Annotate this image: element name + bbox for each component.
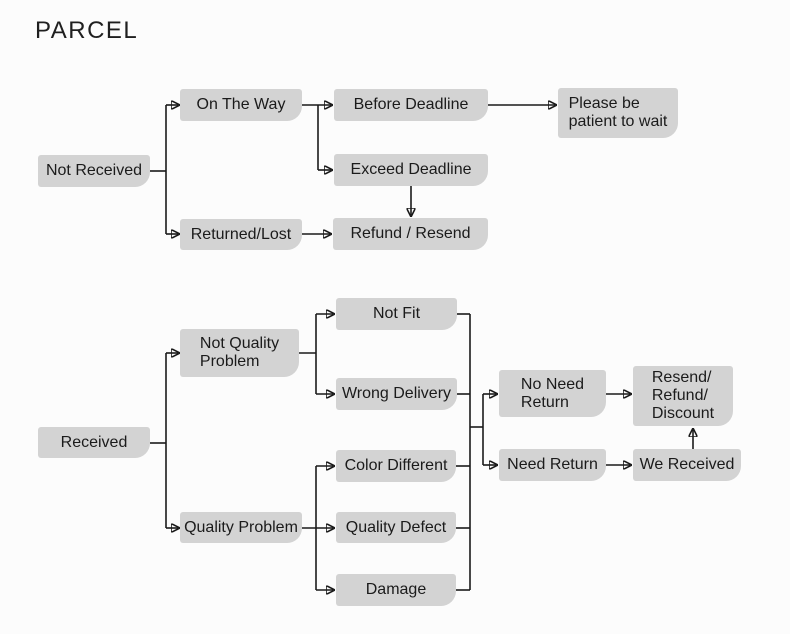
page-title: PARCEL xyxy=(35,17,139,44)
node-quality-problem: Quality Problem xyxy=(180,512,302,543)
node-wrong-delivery: Wrong Delivery xyxy=(336,378,457,410)
node-before-deadline: Before Deadline xyxy=(334,89,488,121)
node-resend-refund-discount: Resend/ Refund/ Discount xyxy=(633,366,733,426)
node-quality-defect: Quality Defect xyxy=(336,512,456,543)
node-please-wait: Please be patient to wait xyxy=(558,88,678,138)
node-not-quality-problem: Not Quality Problem xyxy=(180,329,299,377)
node-not-received: Not Received xyxy=(38,155,150,187)
node-not-fit: Not Fit xyxy=(336,298,457,330)
node-color-different: Color Different xyxy=(336,450,456,482)
node-on-the-way: On The Way xyxy=(180,89,302,121)
node-need-return: Need Return xyxy=(499,449,606,481)
node-exceed-deadline: Exceed Deadline xyxy=(334,154,488,186)
node-refund-resend: Refund / Resend xyxy=(333,218,488,250)
node-no-need-return: No Need Return xyxy=(499,370,606,417)
node-damage: Damage xyxy=(336,574,456,606)
node-we-received: We Received xyxy=(633,449,741,481)
node-received: Received xyxy=(38,427,150,458)
node-returned-lost: Returned/Lost xyxy=(180,219,302,250)
